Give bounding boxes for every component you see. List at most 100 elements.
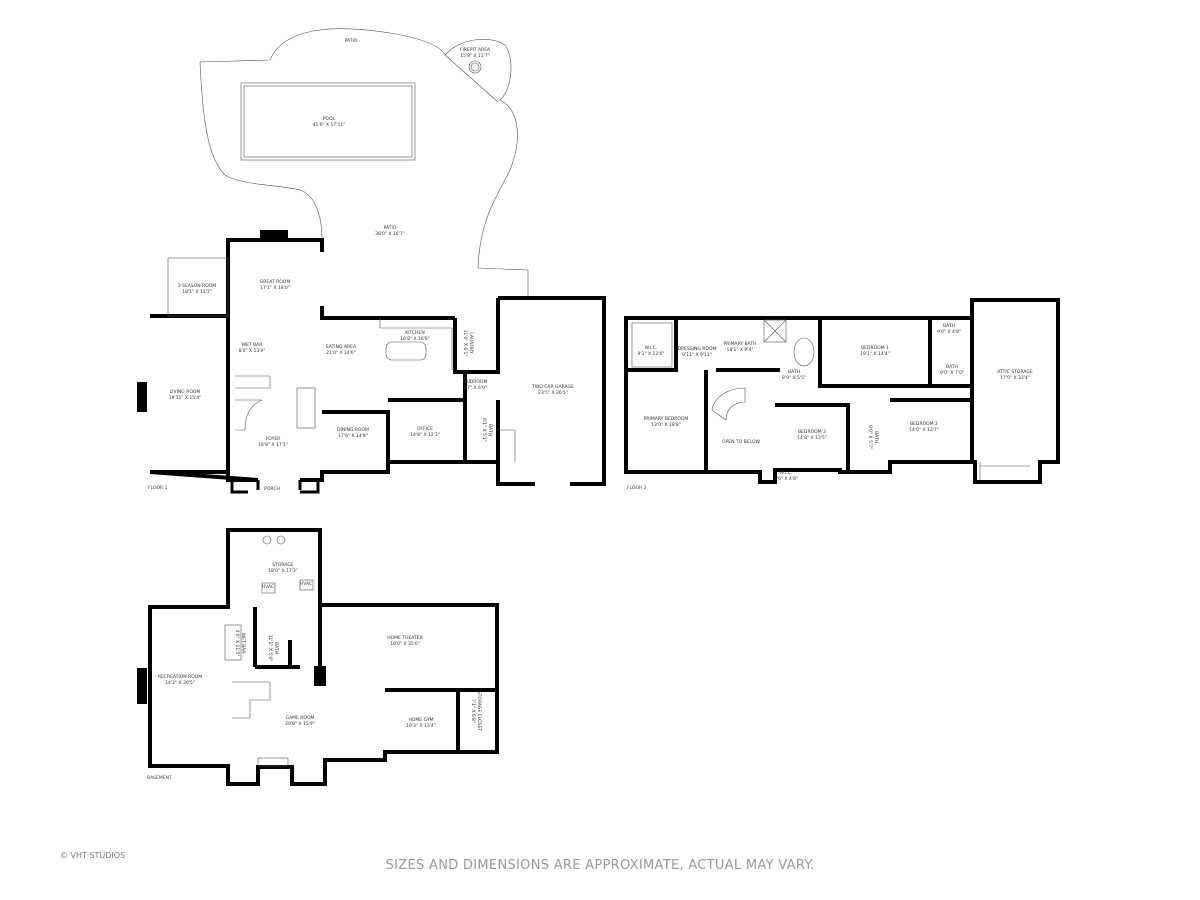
room-dimensions: 18'0" x 35'6" [390, 642, 420, 647]
room-name: STORAGE [272, 563, 294, 568]
room-name: WET BAR [240, 632, 245, 654]
room-name: FOYER [265, 437, 281, 442]
room-dimensions: 4'6" x 4'8" [773, 477, 799, 482]
pool-outline [240, 82, 416, 161]
room-label-bedroom-2: BEDROOM 214'0" x 13'7" [909, 422, 939, 434]
room-dimensions: 14'8" x 12'3" [410, 433, 440, 438]
room-label-wic: W.I.C.9'1" x 12'6" [638, 346, 665, 358]
room-dimensions: 14'2" x 30'5" [165, 681, 195, 686]
room-dimensions: 8'0" x 13'9" [238, 349, 266, 354]
floor1-walls [137, 230, 606, 494]
room-name: DRESSING ROOM [677, 347, 717, 352]
room-name: STORAGE CLOSET [476, 690, 481, 732]
basement-walls [137, 528, 499, 786]
room-label-bedroom-3: BEDROOM 314'8" x 13'5" [797, 430, 827, 442]
room-name: GAME ROOM [285, 716, 315, 721]
hvac-label-2: HVAC [300, 582, 312, 588]
room-name: BATH [487, 424, 492, 436]
room-dimensions: 9'7" x 6'0" [462, 386, 487, 391]
room-dimensions: 17'0" x 33'4" [1000, 376, 1030, 381]
room-dimensions: 9'0" x 7'0" [939, 371, 965, 376]
room-label-wic-2: W.I.C.4'6" x 4'8" [774, 471, 798, 483]
room-dimensions: 21'0" x 14'6" [326, 351, 356, 356]
room-dimensions: 15'8" x 11'7" [460, 54, 490, 59]
room-dimensions: 11'0" x 6'1" [462, 329, 467, 357]
room-dimensions: 20'8" x 15'9" [285, 722, 315, 727]
room-name: HOME THEATER [387, 636, 423, 641]
room-name: GREAT ROOM [259, 280, 291, 285]
room-dimensions: 19'3" x 13'4" [406, 724, 436, 729]
room-name: BATH [946, 365, 958, 370]
room-name: FIREPIT AREA [459, 48, 491, 53]
room-name: TWO CAR GARAGE [532, 385, 574, 390]
room-label-porch: PORCH [264, 487, 280, 493]
room-name: OPEN TO BELOW [722, 440, 760, 445]
room-dimensions: 8'9" x 5'5" [781, 376, 807, 381]
floor-1-label: FLOOR 1 [148, 486, 168, 491]
room-name: LAUNDRY [468, 332, 473, 354]
room-name: ATTIC STORAGE [997, 370, 1033, 375]
room-dimensions: 14'8" x 13'5" [797, 436, 827, 441]
room-name: PATIO [344, 39, 358, 44]
patio-outline [199, 28, 529, 300]
room-dimensions: 9'0" x 4'8" [936, 330, 962, 335]
floor1-details [167, 257, 516, 462]
room-name: DINING ROOM [337, 428, 369, 433]
room-name: BATH [943, 324, 955, 329]
room-name: LIVING ROOM [169, 390, 201, 395]
room-dimensions: 17'6" x 14'8" [338, 434, 368, 439]
room-name: MUDROOM [462, 380, 488, 385]
outdoor-area [199, 28, 529, 300]
room-name: BATH [873, 431, 878, 443]
room-name: BATH [273, 642, 278, 654]
room-name: KITCHEN [405, 331, 425, 336]
room-name: HVAC [261, 585, 275, 590]
room-name: BATH [788, 370, 800, 375]
room-name: PRIMARY BEDROOM [643, 417, 689, 422]
floor2-details [631, 319, 1030, 480]
basement-details [224, 535, 314, 767]
room-name: PATIO [383, 226, 397, 231]
room-dimensions: 9'0" x 5'7" [867, 424, 872, 450]
room-dimensions: 18'1" x 9'4" [726, 348, 754, 353]
room-dimensions: 13'0" x 18'8" [651, 423, 681, 428]
room-label-patio-top: PATIO [345, 39, 358, 45]
room-dimensions: 41'0" x 17'11" [312, 123, 346, 128]
firepit-divider [444, 54, 499, 103]
room-dimensions: 4'0" x 11'5" [234, 629, 239, 657]
room-name: POOL [322, 117, 336, 122]
room-name: BEDROOM 1 [861, 346, 889, 351]
room-dimensions: 23'5" x 26'5" [538, 391, 568, 396]
room-dimensions: 38'0" x 16'7" [375, 232, 405, 237]
room-name: HVAC [299, 582, 313, 587]
room-dimensions: 11'1" x 5'0" [267, 634, 272, 662]
